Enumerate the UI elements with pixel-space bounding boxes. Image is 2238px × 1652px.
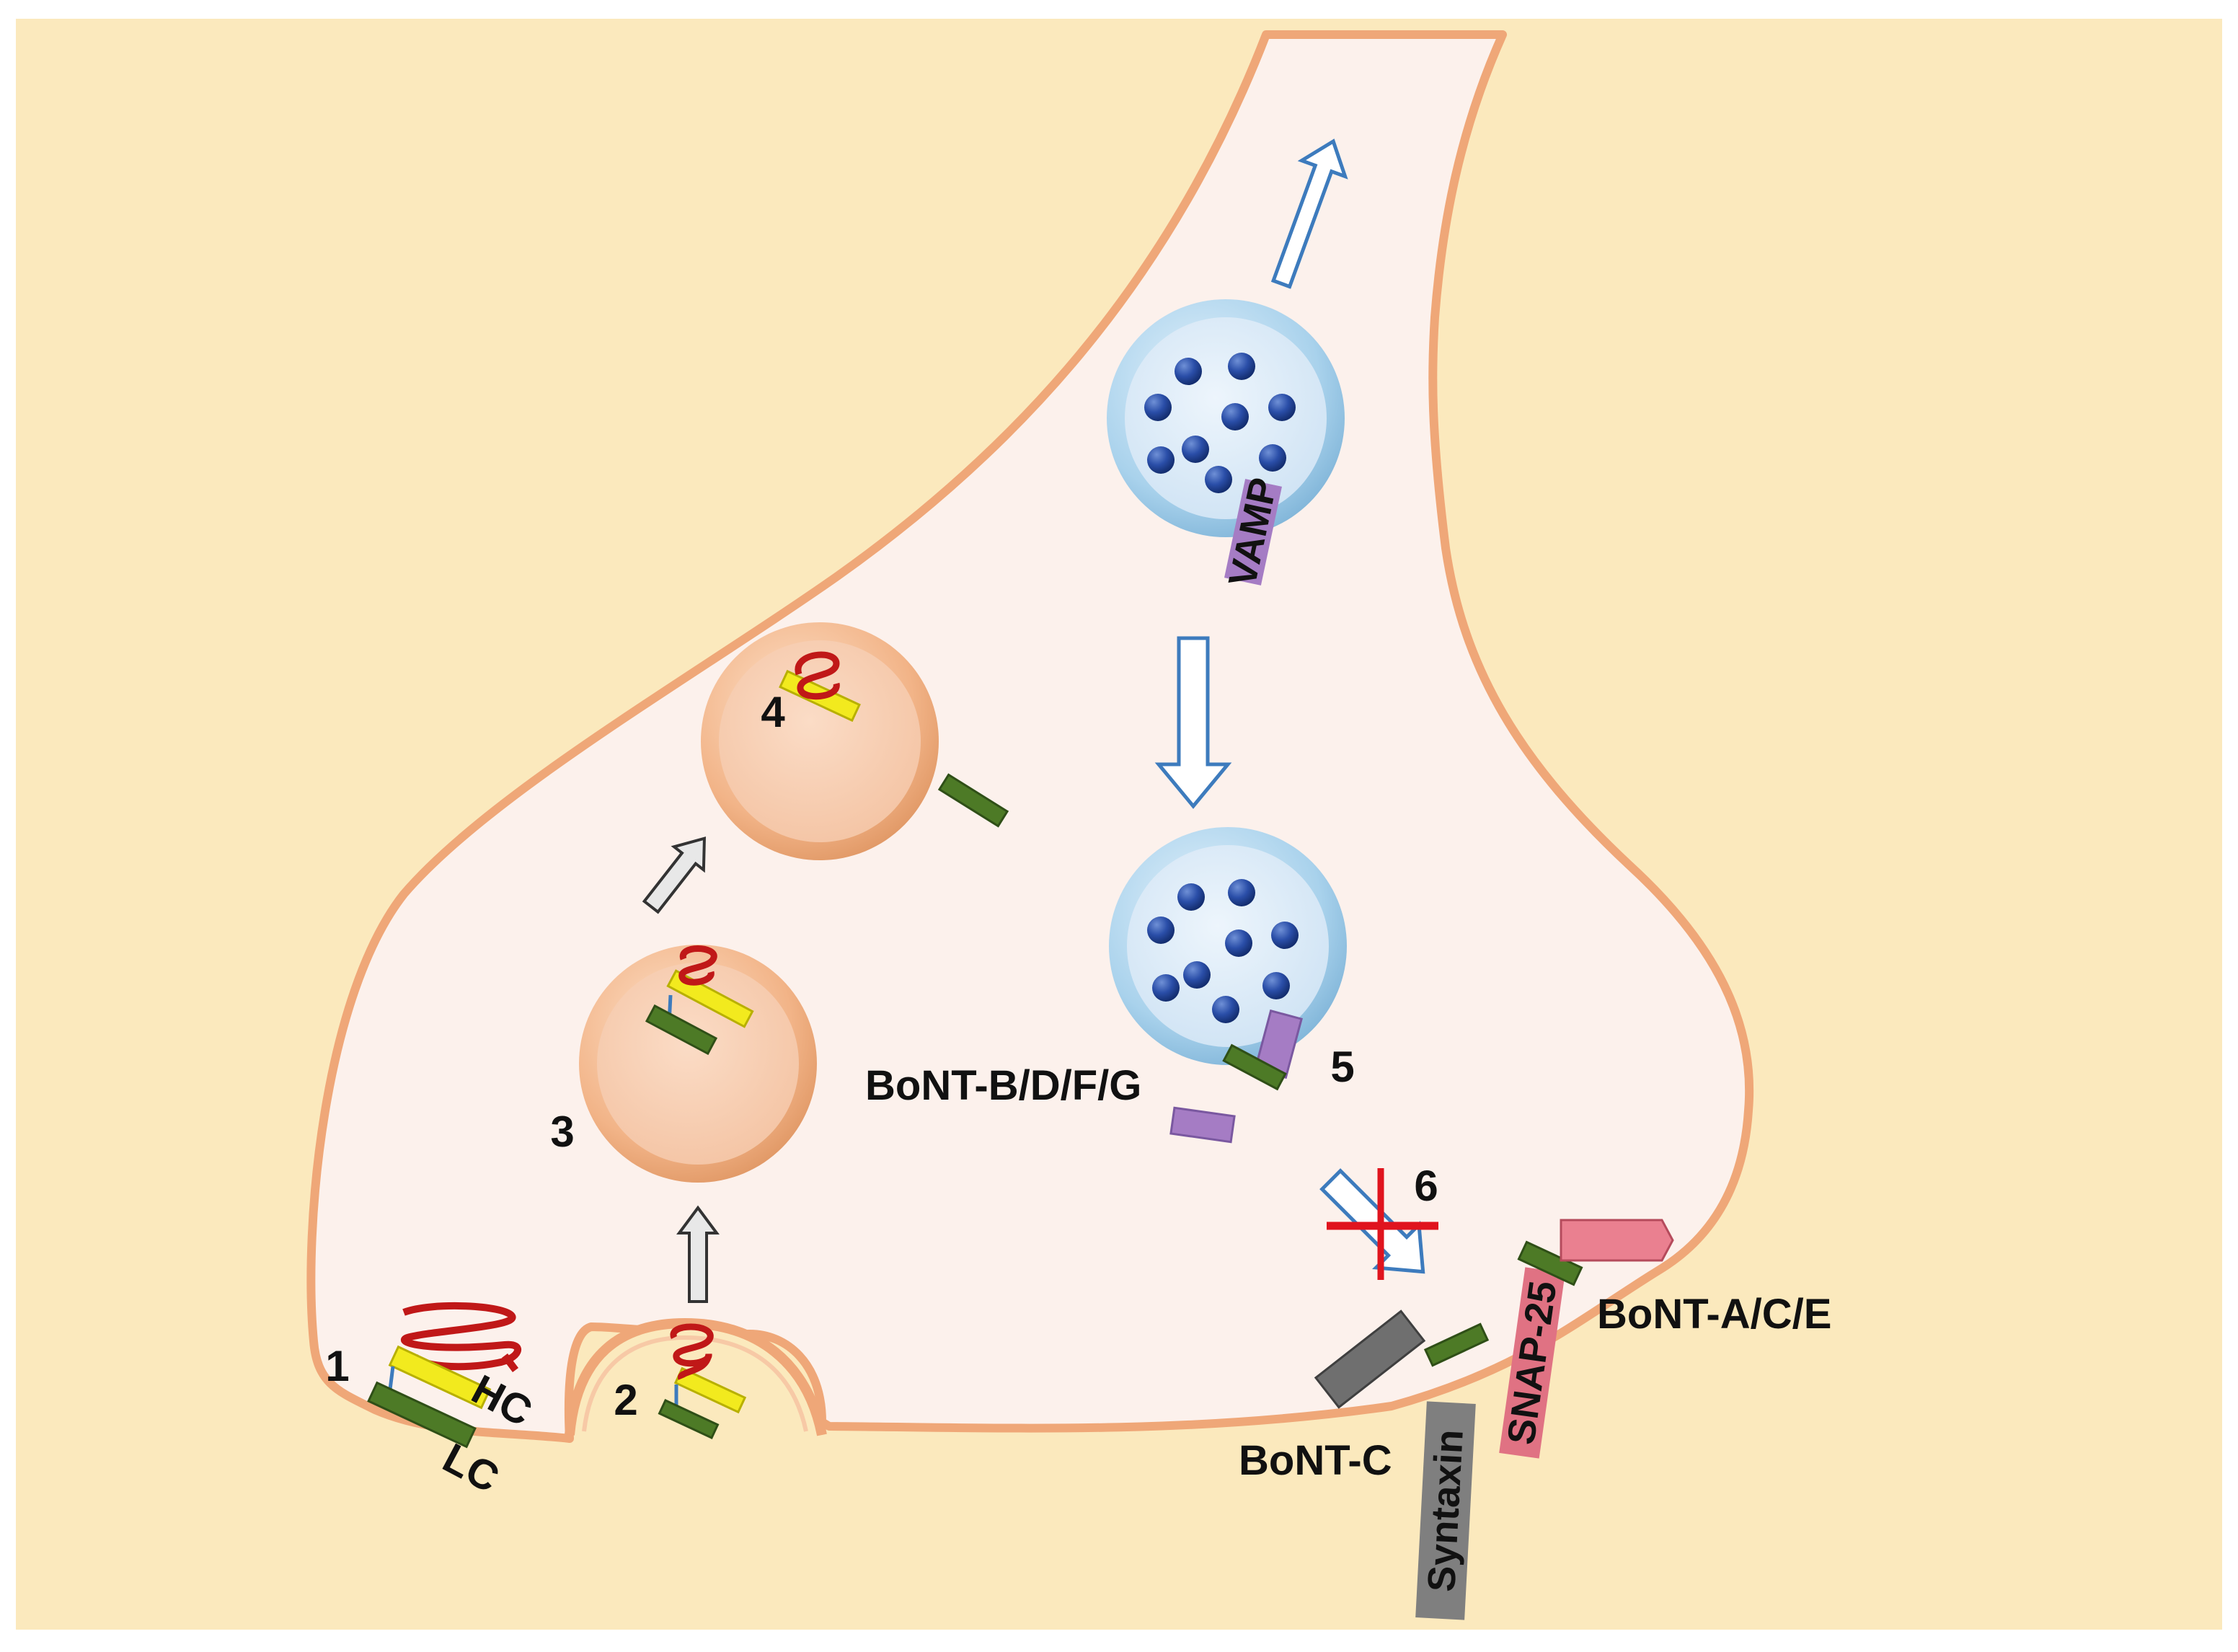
bont-bdfg-label: BoNT-B/D/F/G	[865, 1062, 1141, 1109]
neurotransmitter-sphere	[1268, 394, 1296, 421]
bont-ace-label: BoNT-A/C/E	[1597, 1291, 1831, 1338]
light-chain-step-1	[367, 1381, 477, 1449]
bont-c-label: BoNT-C	[1239, 1437, 1392, 1484]
light-chain-step-2	[658, 1399, 720, 1439]
receptor-stem-step-1	[502, 1353, 518, 1372]
neurotransmitter-sphere	[1152, 974, 1180, 1002]
neurotransmitter-sphere	[1144, 394, 1172, 421]
snap-25-fragment	[1560, 1219, 1674, 1262]
step-2-label: 2	[614, 1376, 637, 1424]
neurotransmitter-sphere	[1259, 444, 1286, 472]
flow-arrow-top	[1270, 138, 1348, 289]
receptor-step-4	[795, 651, 840, 700]
light-chain-on-snap-25	[1517, 1240, 1583, 1286]
light-chain-on-syntaxin	[1423, 1322, 1490, 1367]
synaptic-vesicle-top	[1107, 299, 1345, 537]
flow-arrow-blocked	[1319, 1168, 1425, 1274]
neurotransmitter-sphere	[1205, 466, 1232, 493]
neurotransmitter-sphere	[1147, 916, 1175, 944]
neurotransmitter-sphere	[1212, 996, 1239, 1023]
neurotransmitter-sphere	[1228, 879, 1255, 906]
neurotransmitter-sphere	[1182, 436, 1209, 463]
heavy-chain-step-1	[388, 1345, 492, 1410]
flow-arrow-middle	[1154, 636, 1232, 809]
receptor-step-2	[670, 1323, 714, 1380]
endosome-step-4	[701, 622, 939, 860]
light-chain-step-3	[645, 1004, 718, 1056]
syntaxin-protein: Syntaxin	[1415, 1401, 1476, 1620]
neurotransmitter-sphere	[1175, 358, 1202, 385]
bont-c-light-chain	[1314, 1309, 1426, 1409]
block-cross	[1327, 1168, 1438, 1280]
step-5-label: 5	[1330, 1043, 1354, 1091]
step-6-label: 6	[1414, 1162, 1438, 1210]
vamp-fragment-released	[1169, 1106, 1236, 1144]
neurotransmitter-sphere	[1183, 961, 1211, 989]
light-chain-at-vesicle	[1222, 1043, 1287, 1091]
neurotransmitter-sphere	[1147, 446, 1175, 474]
receptor-step-1	[400, 1302, 522, 1371]
neurotransmitter-sphere	[1271, 922, 1299, 949]
step-3-label: 3	[550, 1108, 574, 1156]
endocytic-pit-inner	[582, 1335, 808, 1432]
step-1-label: 1	[325, 1342, 349, 1390]
neurotransmitter-sphere	[1262, 972, 1290, 999]
neurotransmitter-sphere	[1228, 353, 1255, 380]
neurotransmitter-sphere	[1177, 883, 1205, 911]
receptor-step-3	[678, 945, 717, 986]
light-chain-released-step-4	[937, 773, 1009, 828]
neurotransmitter-sphere	[1225, 929, 1252, 957]
neurotransmitter-sphere	[1221, 403, 1249, 430]
step-arrow-3-to-4	[642, 836, 707, 914]
syntaxin-label: Syntaxin	[1420, 1428, 1472, 1593]
step-arrow-2-to-3	[676, 1205, 720, 1303]
synaptic-vesicle-bottom	[1109, 827, 1347, 1065]
step-4-label: 4	[761, 688, 785, 736]
